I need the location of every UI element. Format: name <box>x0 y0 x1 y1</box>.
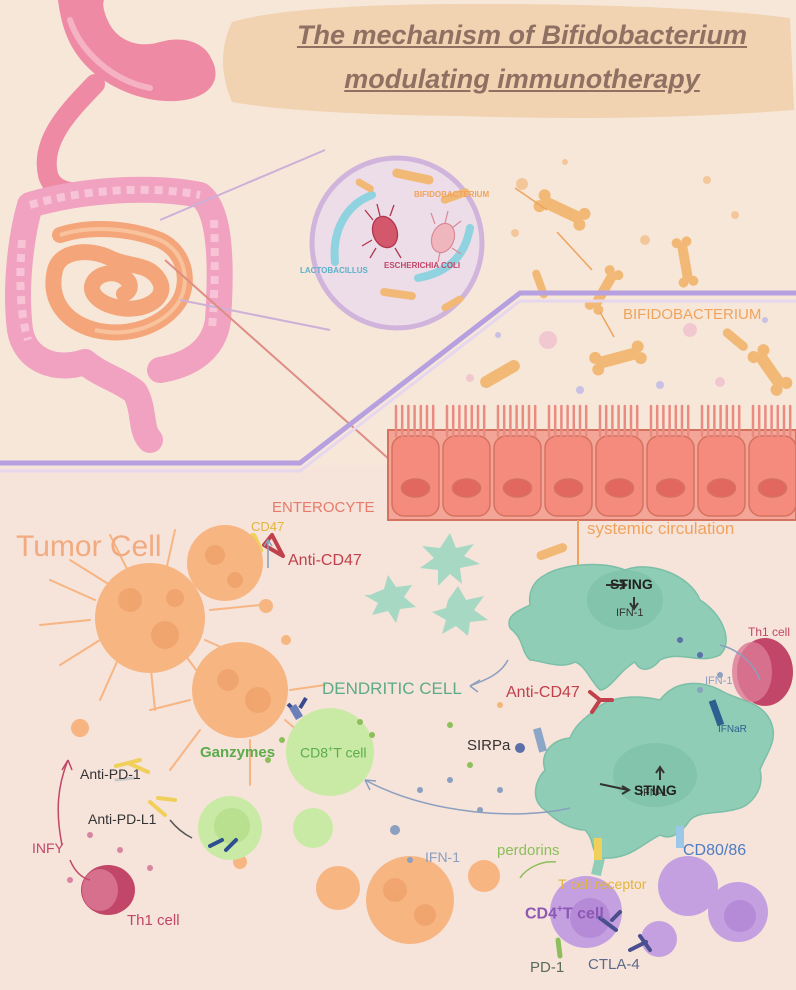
signal-dots <box>67 637 723 883</box>
label-anti-pdl1: Anti-PD-L1 <box>88 811 157 827</box>
enterocyte-nucleus <box>757 478 788 498</box>
enterocyte-nucleus <box>706 478 737 498</box>
label-anti-cd47-top: Anti-CD47 <box>288 552 362 569</box>
cd8-t-cells <box>198 696 374 860</box>
label-dendritic-cell: DENDRITIC CELL <box>322 679 462 698</box>
label-ifn1-mid: IFN-1 <box>640 787 668 799</box>
anti-cd47-antibodies <box>262 533 614 714</box>
mhc-receptor <box>594 838 602 860</box>
label-sting-top: STING <box>610 576 653 592</box>
label-lactobacillus: LACTOBACILLUS <box>300 266 368 275</box>
enterocyte-nucleus <box>502 478 533 498</box>
label-ifn1-right: IFN-1 <box>705 675 733 687</box>
ifnar-receptor <box>708 699 725 727</box>
dendritic-cell-bottom <box>534 682 775 877</box>
checkpoint-antibodies <box>114 758 652 959</box>
zoom-line-enterocyte <box>164 259 391 461</box>
enterocyte-nucleus <box>604 478 635 498</box>
enterocyte-cell <box>493 435 542 517</box>
microbiome-magnifier <box>309 155 485 331</box>
label-infy: INFY <box>32 840 64 856</box>
pdl1-arrow <box>169 819 193 839</box>
enterocyte-nucleus <box>451 478 482 498</box>
sting-arrow-top <box>606 580 628 590</box>
enterocyte-nucleus <box>400 478 431 498</box>
label-ganzymes: Ganzymes <box>200 744 276 761</box>
label-t-cell-receptor: T cell receptor <box>558 876 647 892</box>
label-bifidobacterium: BIFIDOBACTERIUM <box>623 306 762 323</box>
label-cd47: CD47 <box>251 519 285 534</box>
enterocyte-cell <box>748 435 796 517</box>
enterocyte-nucleus <box>655 478 686 498</box>
enterocyte-nucleus <box>553 478 584 498</box>
enterocyte-cell <box>646 435 695 517</box>
label-tumor-cell: Tumor Cell <box>16 530 162 563</box>
label-perdorins: perdorins <box>497 842 560 859</box>
large-intestine <box>5 176 233 453</box>
label-cd8-t-cell: CD8+T cell <box>300 744 367 761</box>
label-sting-mid: STING <box>634 782 677 798</box>
label-escherichia-coli: ESCHERICHIA COLI <box>384 261 461 270</box>
sirpa-receptor <box>533 727 547 753</box>
bacteria-arrows <box>514 187 615 338</box>
enterocyte-cell <box>697 435 746 517</box>
label-ifnar: IFNaR <box>718 724 747 735</box>
label-th1-cell-right: Th1 cell <box>748 625 791 639</box>
small-dendritic-cells <box>364 533 488 636</box>
label-cd80-86: CD80/86 <box>683 842 747 859</box>
enterocyte-cell <box>442 435 491 517</box>
label-systemic-circulation: systemic circulation <box>587 519 735 538</box>
title-banner <box>223 3 794 118</box>
zoom-line-bottom <box>179 299 331 331</box>
label-ifn1-low: IFN-1 <box>425 849 460 865</box>
title-line-2: modulating immunotherapy <box>344 64 700 94</box>
label-pd1: PD-1 <box>530 959 565 976</box>
enterocyte-cell <box>544 435 593 517</box>
cd80-86-receptor <box>676 826 684 848</box>
enterocyte-cell <box>391 435 440 517</box>
perdorins-arrow <box>519 861 557 879</box>
enterocyte-cell <box>595 435 644 517</box>
label-bifidobacterium-small: BIFIDOBACTERIUM <box>414 190 490 199</box>
title-line-1: The mechanism of Bifidobacterium <box>296 20 748 50</box>
label-sirpa: SIRPa <box>467 737 511 754</box>
cd4-t-cells <box>550 856 768 957</box>
label-anti-pd1: Anti-PD-1 <box>80 766 141 782</box>
small-intestine <box>45 221 193 341</box>
infy-arrows <box>57 759 91 881</box>
label-ctla4: CTLA-4 <box>588 956 640 973</box>
zoom-line-top <box>159 149 326 221</box>
intestinal-barrier-line-inner <box>0 299 796 473</box>
label-ifn1-top: IFN-1 <box>616 607 644 619</box>
label-cd4-t-cell: CD4+T cell <box>525 904 604 923</box>
sting-arrow-mid <box>599 783 632 795</box>
signal-arrows <box>364 644 761 815</box>
label-anti-cd47-mid: Anti-CD47 <box>506 684 580 701</box>
intestinal-barrier-line <box>0 290 796 466</box>
th1-cells <box>81 638 793 915</box>
label-th1-cell-left: Th1 cell <box>127 912 180 929</box>
enterocyte-layer <box>387 404 796 521</box>
lumen-particles <box>466 159 768 394</box>
label-enterocyte: ENTEROCYTE <box>272 499 375 516</box>
tumor-cells <box>39 525 500 944</box>
